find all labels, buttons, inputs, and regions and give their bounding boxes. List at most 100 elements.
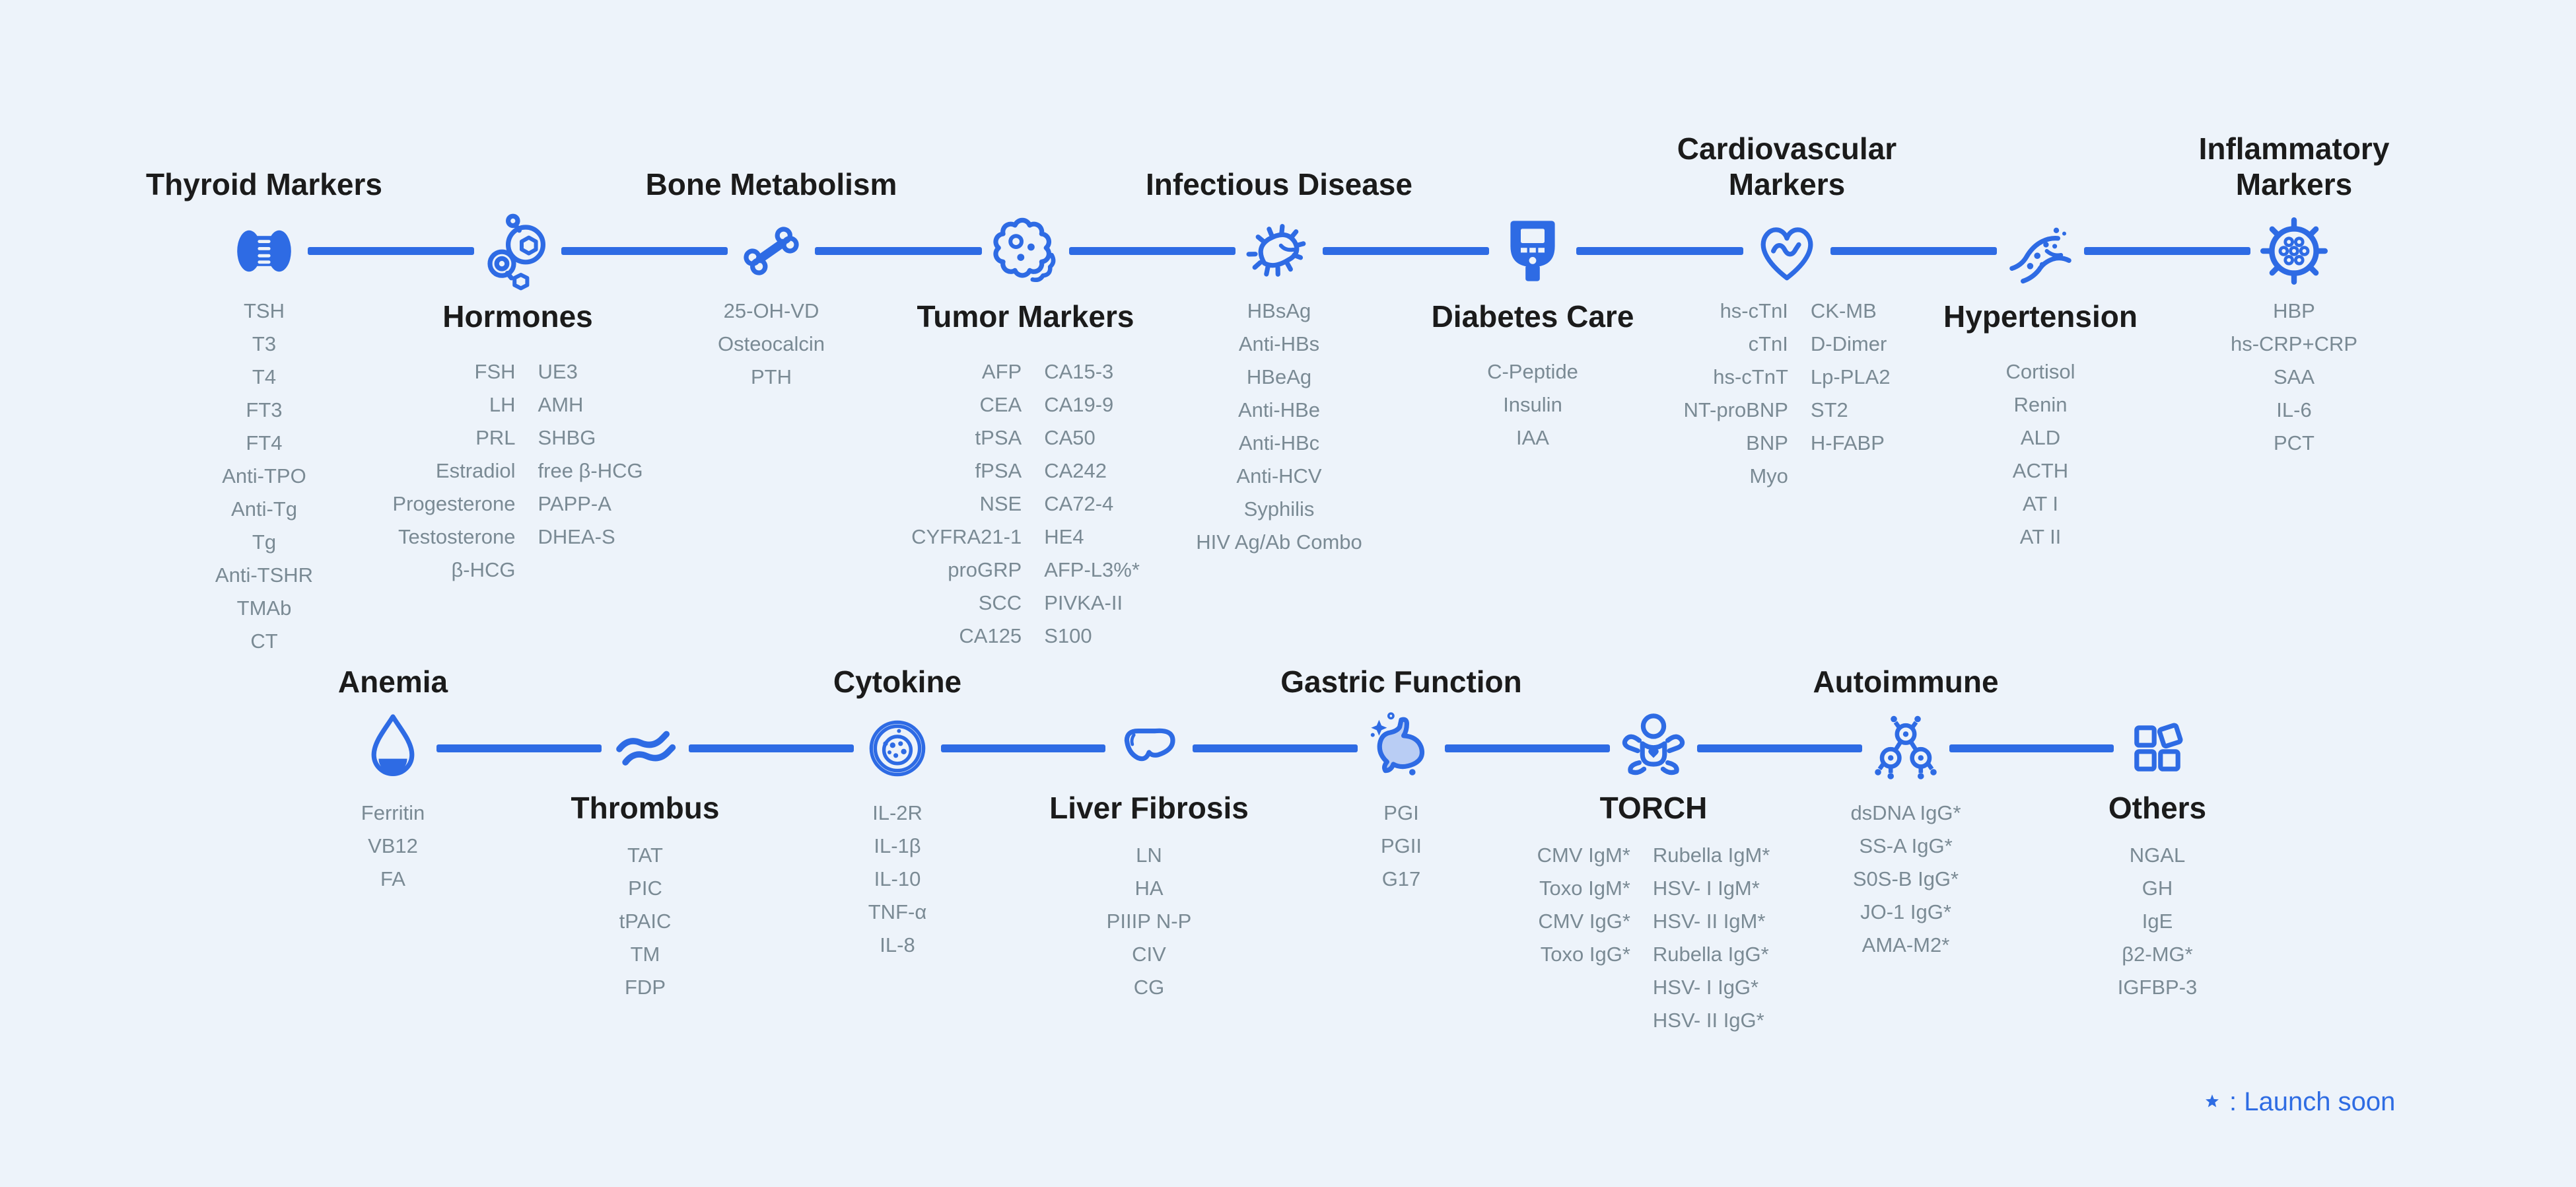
connector-line xyxy=(1445,744,1610,752)
marker-item: Lp-PLA2 xyxy=(1810,365,1891,388)
marker-item: D-Dimer xyxy=(1810,332,1887,355)
marker-list: dsDNA IgG*SS-A IgG*S0S-B IgG*JO-1 IgG*AM… xyxy=(1850,797,1961,962)
marker-item: Progesterone xyxy=(392,492,516,515)
marker-item: dsDNA IgG* xyxy=(1850,801,1961,824)
marker-item: DHEA-S xyxy=(538,525,615,548)
marker-item: LN xyxy=(1136,844,1162,867)
category-title: Bone Metabolism xyxy=(645,167,897,201)
marker-item: 25-OH-VD xyxy=(723,299,819,322)
marker-item: FT3 xyxy=(246,398,283,421)
marker-item: CMV IgM* xyxy=(1537,844,1630,867)
marker-item: S0S-B IgG* xyxy=(1852,867,1959,890)
marker-item: FSH xyxy=(474,360,516,383)
bone-joint-icon xyxy=(732,211,811,291)
category-title: Others xyxy=(2108,791,2207,825)
marker-item: T3 xyxy=(252,332,277,355)
hormones-icon xyxy=(478,211,557,291)
category-title: Gastric Function xyxy=(1280,665,1522,699)
connector-line xyxy=(1949,744,2114,752)
category-title: TORCH xyxy=(1599,791,1708,825)
thyroid-icon xyxy=(225,211,304,291)
launch-soon-star-icon xyxy=(2203,1093,2221,1111)
marker-item: HSV- I IgG* xyxy=(1652,976,1759,999)
marker-item: CG xyxy=(1133,976,1165,999)
glucose-meter-icon xyxy=(1493,211,1572,291)
squares-icon xyxy=(2118,709,2197,788)
marker-item: NGAL xyxy=(2129,844,2186,867)
blood-drop-icon xyxy=(353,709,433,788)
category-title: Cytokine xyxy=(833,665,962,699)
marker-item: Anti-TPO xyxy=(222,464,306,487)
marker-item: β2-MG* xyxy=(2122,943,2193,966)
launch-soon-footnote: : Launch soon xyxy=(2203,1085,2395,1119)
marker-item: H-FABP xyxy=(1810,431,1885,454)
marker-item: Cortisol xyxy=(2005,360,2075,383)
marker-item: Anti-TSHR xyxy=(215,563,314,587)
category-title: Anemia xyxy=(337,665,448,699)
marker-item: PCT xyxy=(2273,431,2315,454)
category-title: Thrombus xyxy=(571,791,720,825)
marker-item: IL-8 xyxy=(880,933,915,956)
marker-item: IL-1β xyxy=(874,834,921,857)
marker-item: SS-A IgG* xyxy=(1859,834,1953,857)
marker-item: SAA xyxy=(2273,365,2315,388)
marker-item: proGRP xyxy=(948,558,1022,581)
marker-item: CEA xyxy=(979,393,1022,416)
marker-column: Rubella IgM*HSV- I IgM*HSV- II IgM*Rubel… xyxy=(1653,839,1770,1037)
category-title: Tumor Markers xyxy=(917,299,1134,334)
marker-item: AFP-L3%* xyxy=(1044,558,1140,581)
connector-line xyxy=(1830,247,1997,255)
marker-item: Toxo IgM* xyxy=(1539,877,1630,900)
marker-item: Syphilis xyxy=(1243,497,1315,521)
marker-item: Insulin xyxy=(1503,393,1562,416)
marker-item: HSV- I IgM* xyxy=(1652,877,1760,900)
marker-item: Ferritin xyxy=(361,801,425,824)
marker-item: PAPP-A xyxy=(538,492,611,515)
connector-line xyxy=(1323,247,1489,255)
marker-item: CA50 xyxy=(1044,426,1096,449)
marker-item: AT I xyxy=(2023,492,2058,515)
marker-item: FDP xyxy=(624,976,666,999)
marker-item: SCC xyxy=(978,591,1022,614)
marker-item: IgE xyxy=(2141,910,2173,933)
marker-item: IGFBP-3 xyxy=(2117,976,2198,999)
category-autoimmune: Autoimmune dsDNA IgG*SS-A IgG*S0S-B IgG*… xyxy=(1694,0,2117,1187)
marker-item: Rubella IgM* xyxy=(1652,844,1770,867)
marker-item: TNF-α xyxy=(868,900,927,923)
marker-item: AMA-M2* xyxy=(1862,933,1950,956)
marker-item: CYFRA21-1 xyxy=(911,525,1022,548)
marker-item: hs-CRP+CRP xyxy=(2230,332,2358,355)
connector-line xyxy=(561,247,728,255)
marker-item: PGI xyxy=(1383,801,1419,824)
marker-item: TAT xyxy=(627,844,663,867)
marker-item: HSV- II IgG* xyxy=(1652,1009,1764,1032)
marker-item: G17 xyxy=(1381,867,1421,890)
marker-item: CA72-4 xyxy=(1044,492,1114,515)
marker-item: TSH xyxy=(243,299,285,322)
marker-item: PIVKA-II xyxy=(1044,591,1123,614)
category-title: Hypertension xyxy=(1943,299,2138,334)
marker-item: PIIIP N-P xyxy=(1106,910,1192,933)
